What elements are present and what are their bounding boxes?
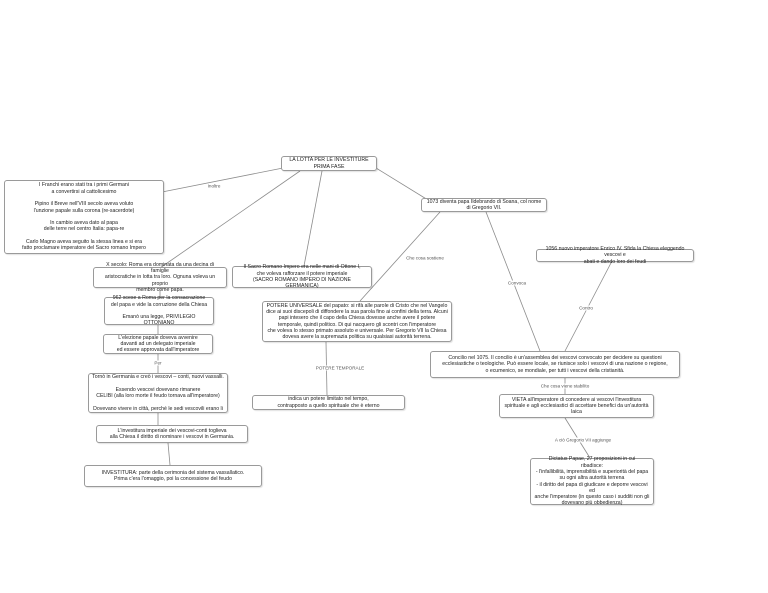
concilio-node[interactable]: Concilio nel 1075. Il concilio è un'asse… [430,351,680,378]
franchi-node[interactable]: I Franchi erano stati tra i primi German… [4,180,164,254]
edge-investitura-def [167,442,171,466]
root-node[interactable]: LA LOTTA PER LE INVESTITURE PRIMA FASE [281,156,377,171]
x-secolo-text: X secolo: Roma era dominata da una decin… [104,261,216,293]
enrico-iv-text: 1056 nuovo imperatore Enrico IV. Sfida l… [545,246,685,265]
edge-root-xsecolo [159,170,301,269]
potere-temporale-node[interactable]: indica un potere limitato nel tempo, con… [252,395,405,410]
ottone-962-text: 962 scese a Roma per la consacrazione de… [110,295,208,327]
elezione-papale-node[interactable]: L'elezione papale doveva avvenire davant… [103,334,213,354]
sacro-romano-node[interactable]: Il Sacro Romano Impero era nelle mani di… [232,264,372,290]
edge-label-che-cosa-viene-stabilito: Che cosa viene stabilito [539,383,591,389]
vescovi-conti-node[interactable]: Tornò in Germania e creò i vescovi – con… [88,373,228,413]
vescovi-conti-text: Tornò in Germania e creò i vescovi – con… [92,374,224,412]
edge-label-che-cosa-sostiene: Che cosa sostiene [405,255,445,261]
concilio-text: Concilio nel 1075. Il concilio è un'asse… [442,355,668,374]
dictatus-papae-node[interactable]: Dictatus Papae, 27 proposizioni in cui r… [530,456,654,507]
edge-label-potere-temporale: POTERE TEMPORALE [314,365,366,371]
x-secolo-node[interactable]: X secolo: Roma era dominata da una decin… [93,262,227,293]
potere-universale-node[interactable]: POTERE UNIVERSALE del papato: si rifà al… [262,301,452,342]
dictatus-papae-text: Dictatus Papae, 27 proposizioni in cui r… [534,456,650,507]
sacro-romano-text: Il Sacro Romano Impero era nelle mani di… [243,264,361,290]
investitura-definizione-node[interactable]: INVESTITURA: parte della cerimonia del s… [84,465,262,487]
edge-label-gregorio-aggiunge: A ciò Gregorio VII aggiunge [553,437,613,443]
edge-label-contro: Contro [578,305,594,311]
vieta-text: VIETA all'imperatore di concedere ai ves… [504,396,649,416]
franchi-text: I Franchi erano stati tra i primi German… [22,182,146,252]
ildebrando-node[interactable]: 1073 diventa papa Ildebrando di Soana, c… [421,198,547,212]
edge-label-inoltre: Inoltre [206,183,222,189]
edge-ildebrando-potere [359,211,441,302]
elezione-papale-text: L'elezione papale doveva avvenire davant… [116,334,200,354]
edge-root-ildebrando [375,167,429,201]
enrico-iv-node[interactable]: 1056 nuovo imperatore Enrico IV. Sfida l… [536,246,694,265]
edge-root-franchi [161,167,284,193]
investitura-imperiale-node[interactable]: L'investitura imperiale dei vescovi-cont… [96,425,248,443]
ottone-962-node[interactable]: 962 scese a Roma per la consacrazione de… [104,295,214,327]
root-text: LA LOTTA PER LE INVESTITURE PRIMA FASE [289,157,369,170]
edge-label-per: Per [153,360,163,366]
potere-temporale-text: indica un potere limitato nel tempo, con… [277,396,380,409]
edge-label-convoca: Convoca [506,280,528,286]
investitura-imperiale-text: L'investitura imperiale dei vescovi-cont… [109,427,235,440]
ildebrando-text: 1073 diventa papa Ildebrando di Soana, c… [426,198,542,211]
potere-universale-text: POTERE UNIVERSALE del papato: si rifà al… [266,302,448,341]
edge-root-sacro [303,170,323,267]
vieta-node[interactable]: VIETA all'imperatore di concedere ai ves… [499,394,654,418]
investitura-definizione-text: INVESTITURA: parte della cerimonia del s… [101,469,245,482]
